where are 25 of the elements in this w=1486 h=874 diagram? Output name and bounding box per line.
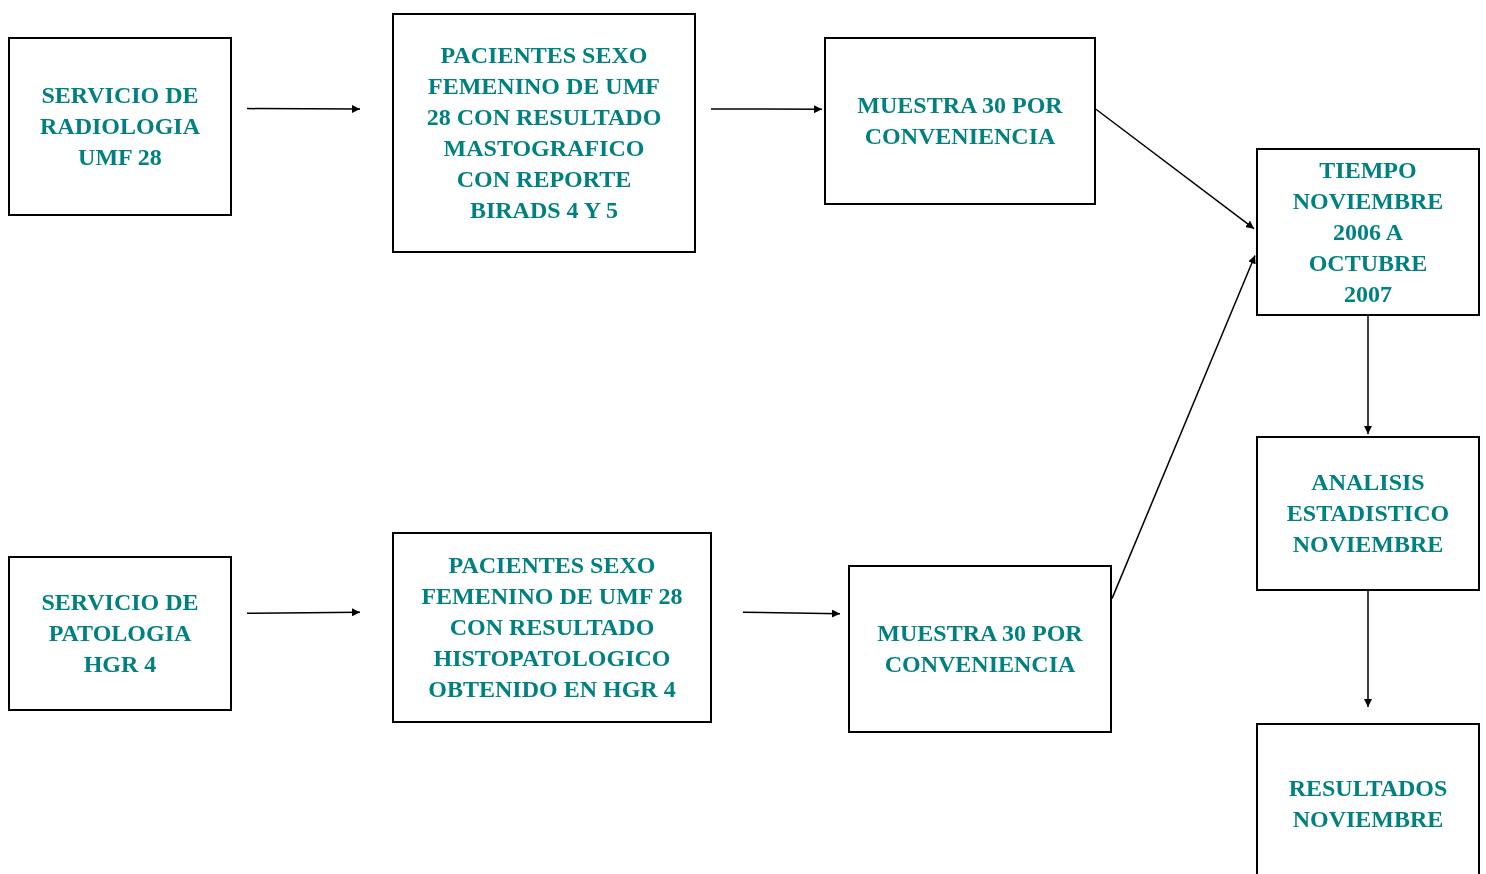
box-label: MUESTRA 30 POR CONVENIENCIA (856, 91, 1064, 151)
box-label: ANALISIS ESTADISTICO NOVIEMBRE (1285, 468, 1451, 559)
process-box (848, 565, 1112, 733)
process-box (1256, 148, 1480, 316)
process-box (824, 37, 1096, 205)
box-label: RESULTADOS NOVIEMBRE (1287, 774, 1449, 834)
box-label: SERVICIO DE RADIOLOGIA UMF 28 (39, 81, 201, 172)
process-box (392, 13, 696, 253)
box-label: PACIENTES SEXO FEMENINO DE UMF 28 CON RESULTADO HISTOPATOLOGICO OBTENIDO EN HGR 4 (420, 551, 684, 704)
box-label: PACIENTES SEXO FEMENINO DE UMF 28 CON RESULTADO MASTOGRAFICO CON REPORTE BIRADS 4 Y 5 (425, 41, 663, 225)
box-label: MUESTRA 30 POR CONVENIENCIA (876, 619, 1084, 679)
arrow (742, 609, 841, 618)
arrow (1364, 315, 1372, 435)
process-box (392, 532, 712, 723)
process-box (1256, 436, 1480, 591)
box-label: TIEMPO NOVIEMBRE 2006 A OCTUBRE 2007 (1291, 155, 1445, 309)
process-box (8, 37, 232, 216)
arrow (1095, 108, 1255, 230)
arrow (246, 608, 361, 617)
arrow (1364, 590, 1372, 708)
arrow (246, 104, 361, 113)
process-box (8, 556, 232, 711)
process-box (1256, 723, 1480, 874)
arrow (710, 105, 823, 114)
box-label: SERVICIO DE PATOLOGIA HGR 4 (40, 588, 200, 679)
